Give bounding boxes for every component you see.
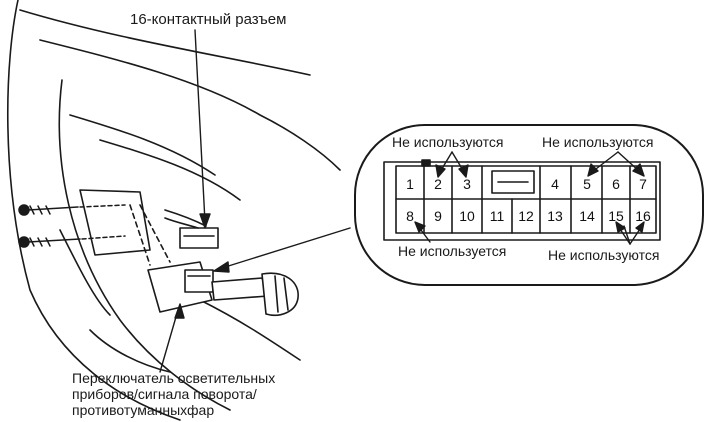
connector-title-leader (194, 29, 206, 223)
column-bracket (79, 189, 151, 256)
pin-7: 7 (639, 176, 647, 192)
pin-2: 2 (434, 176, 442, 192)
pin-11: 11 (490, 208, 505, 224)
connector-callout: 1 2 3 4 5 6 7 8 9 10 11 12 13 14 15 16 (354, 124, 704, 286)
callout-arrows (414, 151, 645, 245)
pin-15: 15 (608, 208, 624, 224)
not-used-label-top-left: Не используются (392, 134, 503, 150)
screw-lower-icon (18, 236, 81, 248)
pin-1: 1 (406, 176, 414, 192)
screw-upper-icon (18, 204, 79, 216)
switch-label-leader (159, 309, 179, 373)
knee-panel (89, 329, 171, 373)
screw-guide-upper (79, 204, 126, 208)
connector-on-car-icon (164, 209, 219, 249)
callout-leader (221, 227, 351, 269)
pin-16: 16 (635, 208, 651, 224)
pin-5: 5 (583, 176, 591, 192)
pin-13: 13 (547, 208, 563, 224)
not-used-label-top-right: Не используются (542, 134, 653, 150)
steering-wheel-outer (6, 0, 181, 421)
switch-label: Переключатель осветительных приборов/сиг… (72, 370, 275, 418)
pin-row-2: 8 9 10 11 12 13 14 15 16 (406, 208, 651, 224)
pin-12: 12 (518, 208, 534, 224)
connector-title-arrowhead (199, 213, 211, 229)
pin-14: 14 (579, 208, 595, 224)
pin-9: 9 (434, 208, 442, 224)
not-used-label-bottom-left: Не используется (398, 243, 506, 259)
pin-row-1: 1 2 3 4 5 6 7 (406, 176, 647, 192)
switch-label-arrowhead (174, 303, 185, 319)
callout-arrowhead (213, 261, 230, 273)
switch-label-line-2: приборов/сигнала поворота/ (72, 386, 257, 402)
dash-lower-curve (69, 114, 216, 176)
connector-title: 16-контактный разъем (130, 11, 286, 28)
not-used-label-bottom-right: Не используются (548, 247, 659, 263)
switch-label-line-3: противотуманныхфар (72, 402, 214, 418)
drawing-leaders (159, 29, 351, 373)
steering-wheel-inner (58, 79, 231, 411)
switch-label-line-1: Переключатель осветительных (72, 370, 275, 386)
dash-panel-curve (39, 39, 341, 171)
column-edge (59, 229, 111, 316)
dash-top-curve (19, 9, 311, 76)
combination-switch-icon (129, 204, 299, 316)
dashboard-drawing (6, 0, 341, 421)
screws (18, 204, 126, 248)
connector-face (383, 159, 661, 241)
dash-lower-curve-2 (99, 139, 241, 201)
pin-3: 3 (463, 176, 471, 192)
pin-10: 10 (459, 208, 475, 224)
pin-6: 6 (612, 176, 620, 192)
pin-4: 4 (551, 176, 559, 192)
lower-dash-edge (199, 299, 301, 361)
screw-guide-lower (81, 235, 126, 240)
connector-key-icon (421, 159, 431, 167)
pin-8: 8 (406, 208, 414, 224)
